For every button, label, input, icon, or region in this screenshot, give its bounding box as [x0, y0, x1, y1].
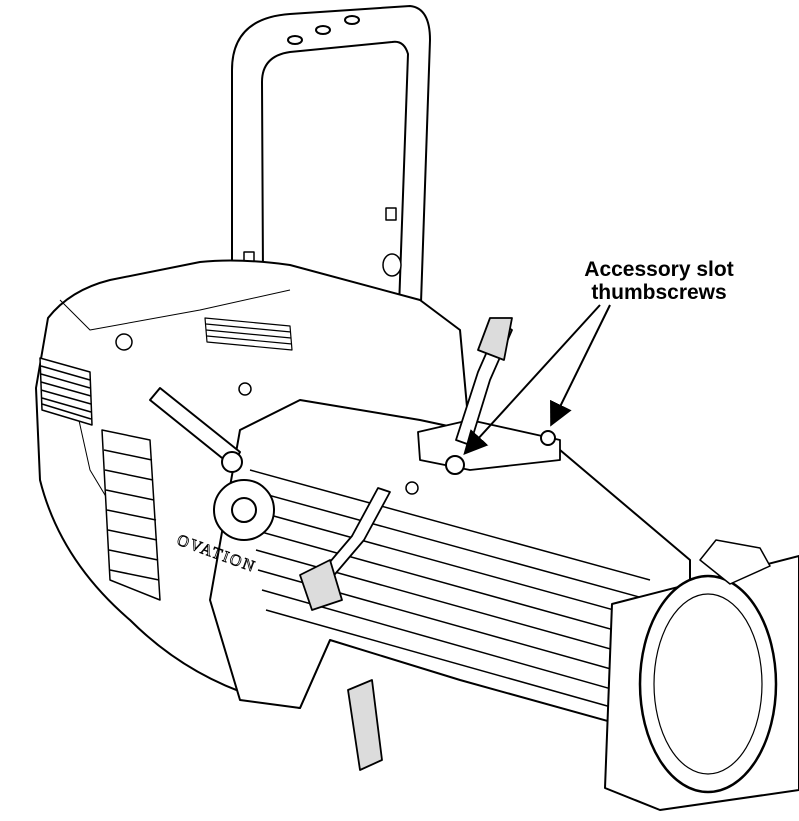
- callout-arrow-front: [463, 304, 601, 455]
- callout-line-2: thumbscrews: [591, 281, 727, 304]
- tilt-lock: [149, 387, 275, 541]
- callout-arrow-rear: [550, 304, 611, 427]
- callout-line-1: Accessory slot: [584, 258, 734, 281]
- thumbscrew-front: [445, 455, 465, 475]
- callout-arrows: [463, 304, 611, 455]
- top-vent: [204, 317, 293, 351]
- rear-louvers: [39, 357, 93, 426]
- thumbscrew-rear: [540, 430, 556, 446]
- callout-label: Accessory slot thumbscrews: [530, 258, 788, 304]
- barrel-fins: [249, 469, 651, 719]
- lens-opening: [638, 574, 778, 794]
- shutter-handles: [299, 317, 513, 771]
- side-louvers: [101, 429, 161, 601]
- fixture-body: [35, 259, 799, 811]
